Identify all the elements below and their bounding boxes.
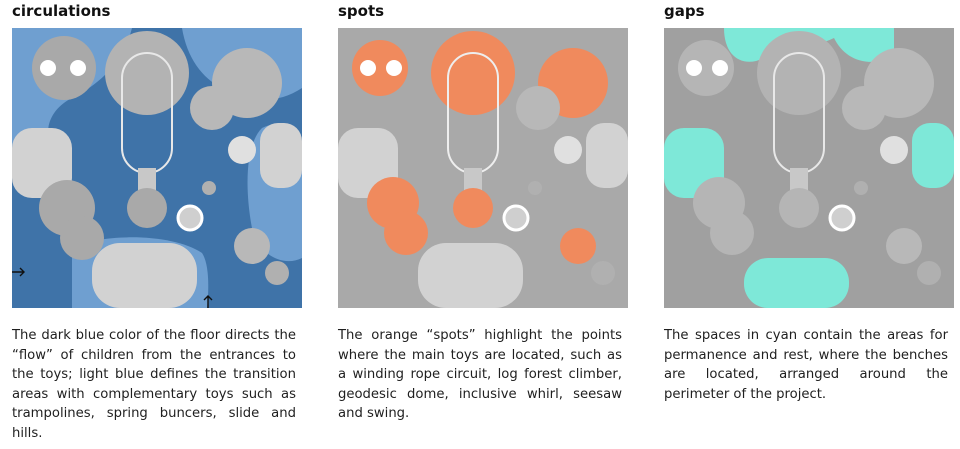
swing-seat: [40, 60, 56, 76]
swing-seat: [712, 60, 728, 76]
spring-buncer: [854, 181, 868, 195]
site-plan-spots: [338, 28, 628, 308]
swing: [678, 40, 734, 96]
bench-area: [418, 243, 523, 308]
site-plan-circulations: [12, 28, 302, 308]
swing-seat: [360, 60, 376, 76]
panel-title: circulations: [12, 2, 111, 20]
inclusive-whirl: [880, 136, 908, 164]
site-plan-gaps: [664, 28, 954, 308]
bench-area: [92, 243, 197, 308]
bench-area: [260, 123, 302, 188]
bench-area: [586, 123, 628, 188]
panel-title: spots: [338, 2, 385, 20]
spring-buncer: [528, 181, 542, 195]
cyan-gap: [912, 123, 954, 188]
orange-spot: [384, 211, 428, 255]
log-forest: [190, 86, 234, 130]
spring-buncer: [828, 204, 856, 232]
bench-area: [12, 128, 72, 198]
orange-spot: [431, 31, 515, 115]
spring-buncer: [176, 204, 204, 232]
trampoline: [234, 228, 270, 264]
swing-seat: [686, 60, 702, 76]
entrance-arrow-icon: [203, 295, 213, 308]
panel-circulations: circulations The dark blue color of the …: [12, 0, 302, 449]
hill: [591, 261, 615, 285]
log-forest: [516, 86, 560, 130]
seesaw: [710, 211, 754, 255]
geodesic-dome: [757, 31, 841, 115]
hill: [917, 261, 941, 285]
swing: [32, 36, 96, 100]
entrance-arrow-icon: [12, 267, 25, 277]
hill: [265, 261, 289, 285]
trampoline: [886, 228, 922, 264]
panel-gaps: gaps The spaces in cyan contain the area…: [664, 0, 954, 449]
log-forest: [842, 86, 886, 130]
spring-buncer: [202, 181, 216, 195]
panel-caption: The orange “spots” highlight the points …: [338, 328, 622, 422]
orange-spot: [560, 228, 596, 264]
swing-seat: [386, 60, 402, 76]
orange-spot: [453, 188, 493, 228]
toy-spot: [779, 188, 819, 228]
seesaw: [60, 216, 104, 260]
panel-caption: The dark blue color of the floor directs…: [12, 328, 296, 441]
geodesic-dome: [105, 31, 189, 115]
orange-spot: [352, 40, 408, 96]
spring-buncer: [502, 204, 530, 232]
panel-title: gaps: [664, 2, 705, 20]
panel-caption: The spaces in cyan contain the areas for…: [664, 328, 948, 402]
cyan-gap: [744, 258, 849, 308]
swing-seat: [70, 60, 86, 76]
panel-spots: spots The orange “spots” highlight the p…: [338, 0, 628, 449]
inclusive-whirl: [228, 136, 256, 164]
toy-spot: [127, 188, 167, 228]
inclusive-whirl: [554, 136, 582, 164]
